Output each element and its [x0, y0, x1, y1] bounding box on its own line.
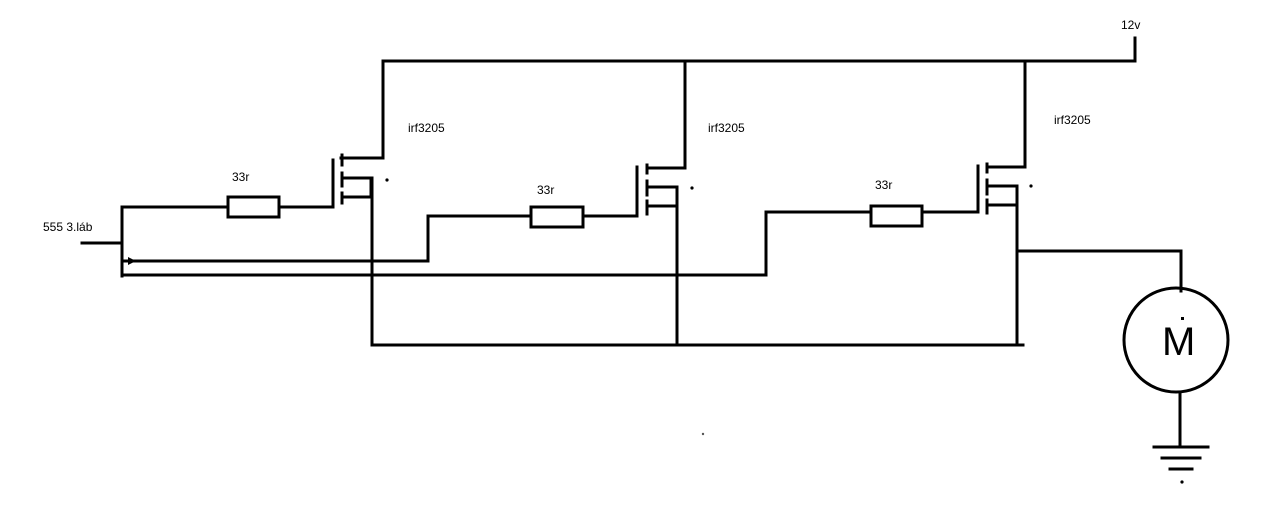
input-wiring [80, 205, 980, 278]
resistor-2 [529, 205, 585, 229]
motor-dot [1181, 317, 1184, 320]
motor-label: M [1162, 320, 1196, 364]
input-label: 555 3.láb [43, 220, 93, 234]
supply-rail [381, 36, 1137, 63]
stray-dot [701, 432, 705, 436]
mosfet-1 [331, 59, 389, 207]
ground-symbol [1152, 445, 1210, 484]
mosfet-2-label: irf3205 [708, 121, 745, 135]
resistor-1 [226, 195, 281, 219]
mosfet-1-label: irf3205 [408, 121, 445, 135]
resistor-2-label: 33r [537, 183, 555, 197]
resistor-3 [869, 204, 924, 228]
source-bus [370, 176, 1183, 347]
mosfet-2 [635, 59, 694, 216]
supply-label: 12v [1121, 18, 1141, 32]
resistor-1-label: 33r [232, 170, 250, 184]
motor [1122, 286, 1230, 449]
resistor-3-label: 33r [875, 178, 893, 192]
mosfet-3 [976, 59, 1033, 215]
mosfet-3-label: irf3205 [1054, 113, 1091, 127]
